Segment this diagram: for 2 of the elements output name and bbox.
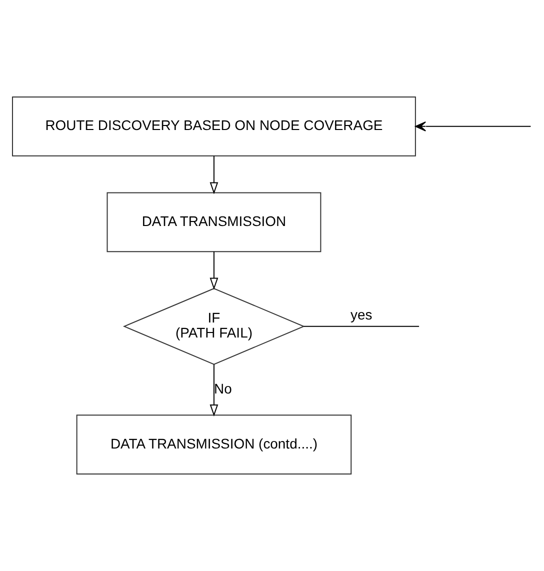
edge-label: No [214, 380, 232, 396]
edge-label: yes [350, 306, 372, 323]
